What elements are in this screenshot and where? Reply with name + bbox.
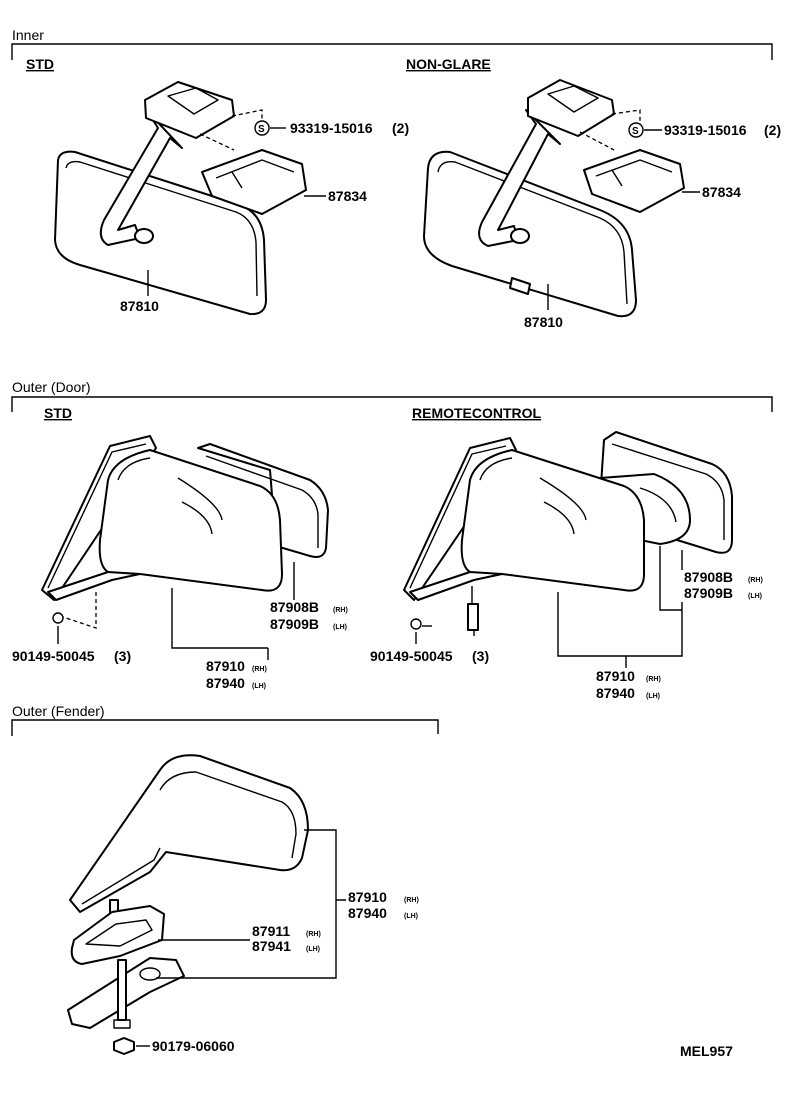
svg-text:(LH): (LH): [404, 913, 418, 920]
inner-nonglare-label: NON-GLARE: [406, 56, 491, 72]
svg-text:(LH): (LH): [306, 946, 320, 953]
svg-text:S: S: [258, 124, 265, 135]
section-inner-bracket: [11, 43, 773, 60]
svg-text:87940: 87940: [348, 905, 387, 921]
inner-std-mirror-body: [54, 150, 267, 316]
part-number-90179-06060: 90179-06060: [152, 1038, 235, 1054]
inner-nonglare-stay: [478, 109, 561, 247]
svg-text:(RH): (RH): [404, 897, 419, 904]
fender-mirror-base-87911: [70, 905, 165, 965]
door-std-label: STD: [44, 405, 72, 421]
part-number-93319-15016: 93319-15016: [290, 120, 373, 136]
inner-nonglare-screw-callout: S 93319-15016 (2): [628, 122, 781, 138]
inner-nonglare-tab: [509, 277, 531, 295]
fender-mirror-illustration: [67, 754, 309, 1029]
inner-nonglare-mirror-body: [423, 150, 637, 318]
door-std-bolt-callout: 90149-50045 (3): [12, 612, 131, 664]
door-std-mirror-glass: [197, 443, 329, 558]
section-inner-label: Inner: [12, 27, 44, 43]
fender-leader-lines: [156, 829, 346, 979]
part-number-87810: 87810: [120, 298, 159, 314]
diagram-code: MEL957: [680, 1043, 733, 1059]
svg-text:S: S: [632, 126, 639, 137]
inner-nonglare-pivot: [510, 228, 530, 244]
part-qty: (2): [764, 122, 781, 138]
screw-icon: [254, 120, 270, 136]
section-outer-door-label: Outer (Door): [12, 379, 91, 395]
svg-text:(RH): (RH): [748, 577, 763, 584]
inner-std-mirror-illustration: [54, 81, 307, 316]
fender-base-label: 87911 (RH) 87941 (LH): [252, 923, 321, 954]
svg-text:(RH): (RH): [646, 676, 661, 683]
svg-text:(LH): (LH): [646, 693, 660, 700]
door-std-mirror-label: 87910 (RH) 87940 (LH): [206, 658, 267, 691]
svg-text:(LH): (LH): [333, 624, 347, 631]
svg-text:87908B: 87908B: [684, 569, 733, 585]
screw-icon: [628, 122, 644, 138]
door-remote-connector: [467, 603, 479, 631]
door-remote-label: REMOTECONTROL: [412, 405, 542, 421]
door-std-mirror-housing: [98, 449, 283, 592]
fender-nut-callout: 90179-06060: [113, 1037, 235, 1055]
door-remote-leader-lines: [557, 546, 683, 668]
nut-icon: [113, 1037, 135, 1055]
svg-text:87910: 87910: [348, 889, 387, 905]
part-number-90149-50045: 90149-50045: [370, 648, 453, 664]
svg-text:(RH): (RH): [306, 931, 321, 938]
part-qty: (2): [392, 120, 409, 136]
svg-text:87940: 87940: [596, 685, 635, 701]
part-qty: (3): [114, 648, 131, 664]
door-remote-mirror-illustration: [403, 431, 733, 636]
part-qty: (3): [472, 648, 489, 664]
inner-std-pivot: [134, 228, 154, 244]
inner-nonglare-mirror-illustration: [423, 79, 685, 318]
section-outer-door-bracket: [11, 396, 773, 412]
inner-std-label: STD: [26, 56, 54, 72]
bolt-icon: [410, 618, 422, 630]
section-outer-fender-bracket: [11, 719, 439, 736]
part-number-87810: 87810: [524, 314, 563, 330]
section-outer-fender-label: Outer (Fender): [12, 703, 105, 719]
svg-text:(RH): (RH): [252, 666, 267, 673]
door-remote-glass-label: 87908B (RH) 87909B (LH): [684, 569, 763, 601]
bolt-icon: [52, 612, 64, 624]
svg-text:87909B: 87909B: [684, 585, 733, 601]
fender-mirror-label: 87910 (RH) 87940 (LH): [348, 889, 419, 921]
door-std-glass-label: 87908B (RH) 87909B (LH): [270, 599, 348, 632]
door-remote-mirror-label: 87910 (RH) 87940 (LH): [596, 668, 661, 701]
inner-std-stay: [99, 111, 183, 246]
door-std-leader-lines: [171, 562, 295, 660]
svg-text:(LH): (LH): [748, 593, 762, 600]
fender-mirror-housing: [69, 754, 309, 913]
svg-text:87941: 87941: [252, 938, 291, 954]
svg-text:87908B: 87908B: [270, 599, 319, 615]
door-remote-bolt-callout: 90149-50045 (3): [370, 618, 489, 664]
part-number-87834: 87834: [702, 184, 741, 200]
part-number-90149-50045: 90149-50045: [12, 648, 95, 664]
part-number-93319-15016: 93319-15016: [664, 122, 747, 138]
inner-nonglare-cover-87834: [583, 149, 685, 213]
inner-std-screw-callout: S 93319-15016 (2): [254, 120, 409, 136]
door-std-mirror-illustration: [41, 435, 329, 629]
part-number-87834: 87834: [328, 188, 367, 204]
svg-text:87911: 87911: [252, 923, 290, 939]
svg-text:87940: 87940: [206, 675, 245, 691]
svg-text:(LH): (LH): [252, 683, 266, 690]
svg-text:87910: 87910: [596, 668, 635, 684]
door-remote-mirror-housing: [460, 449, 645, 592]
svg-text:87909B: 87909B: [270, 616, 319, 632]
svg-text:87910: 87910: [206, 658, 245, 674]
inner-std-cover-87834: [201, 149, 307, 215]
svg-text:(RH): (RH): [333, 607, 348, 614]
fender-bolt: [117, 959, 127, 1021]
